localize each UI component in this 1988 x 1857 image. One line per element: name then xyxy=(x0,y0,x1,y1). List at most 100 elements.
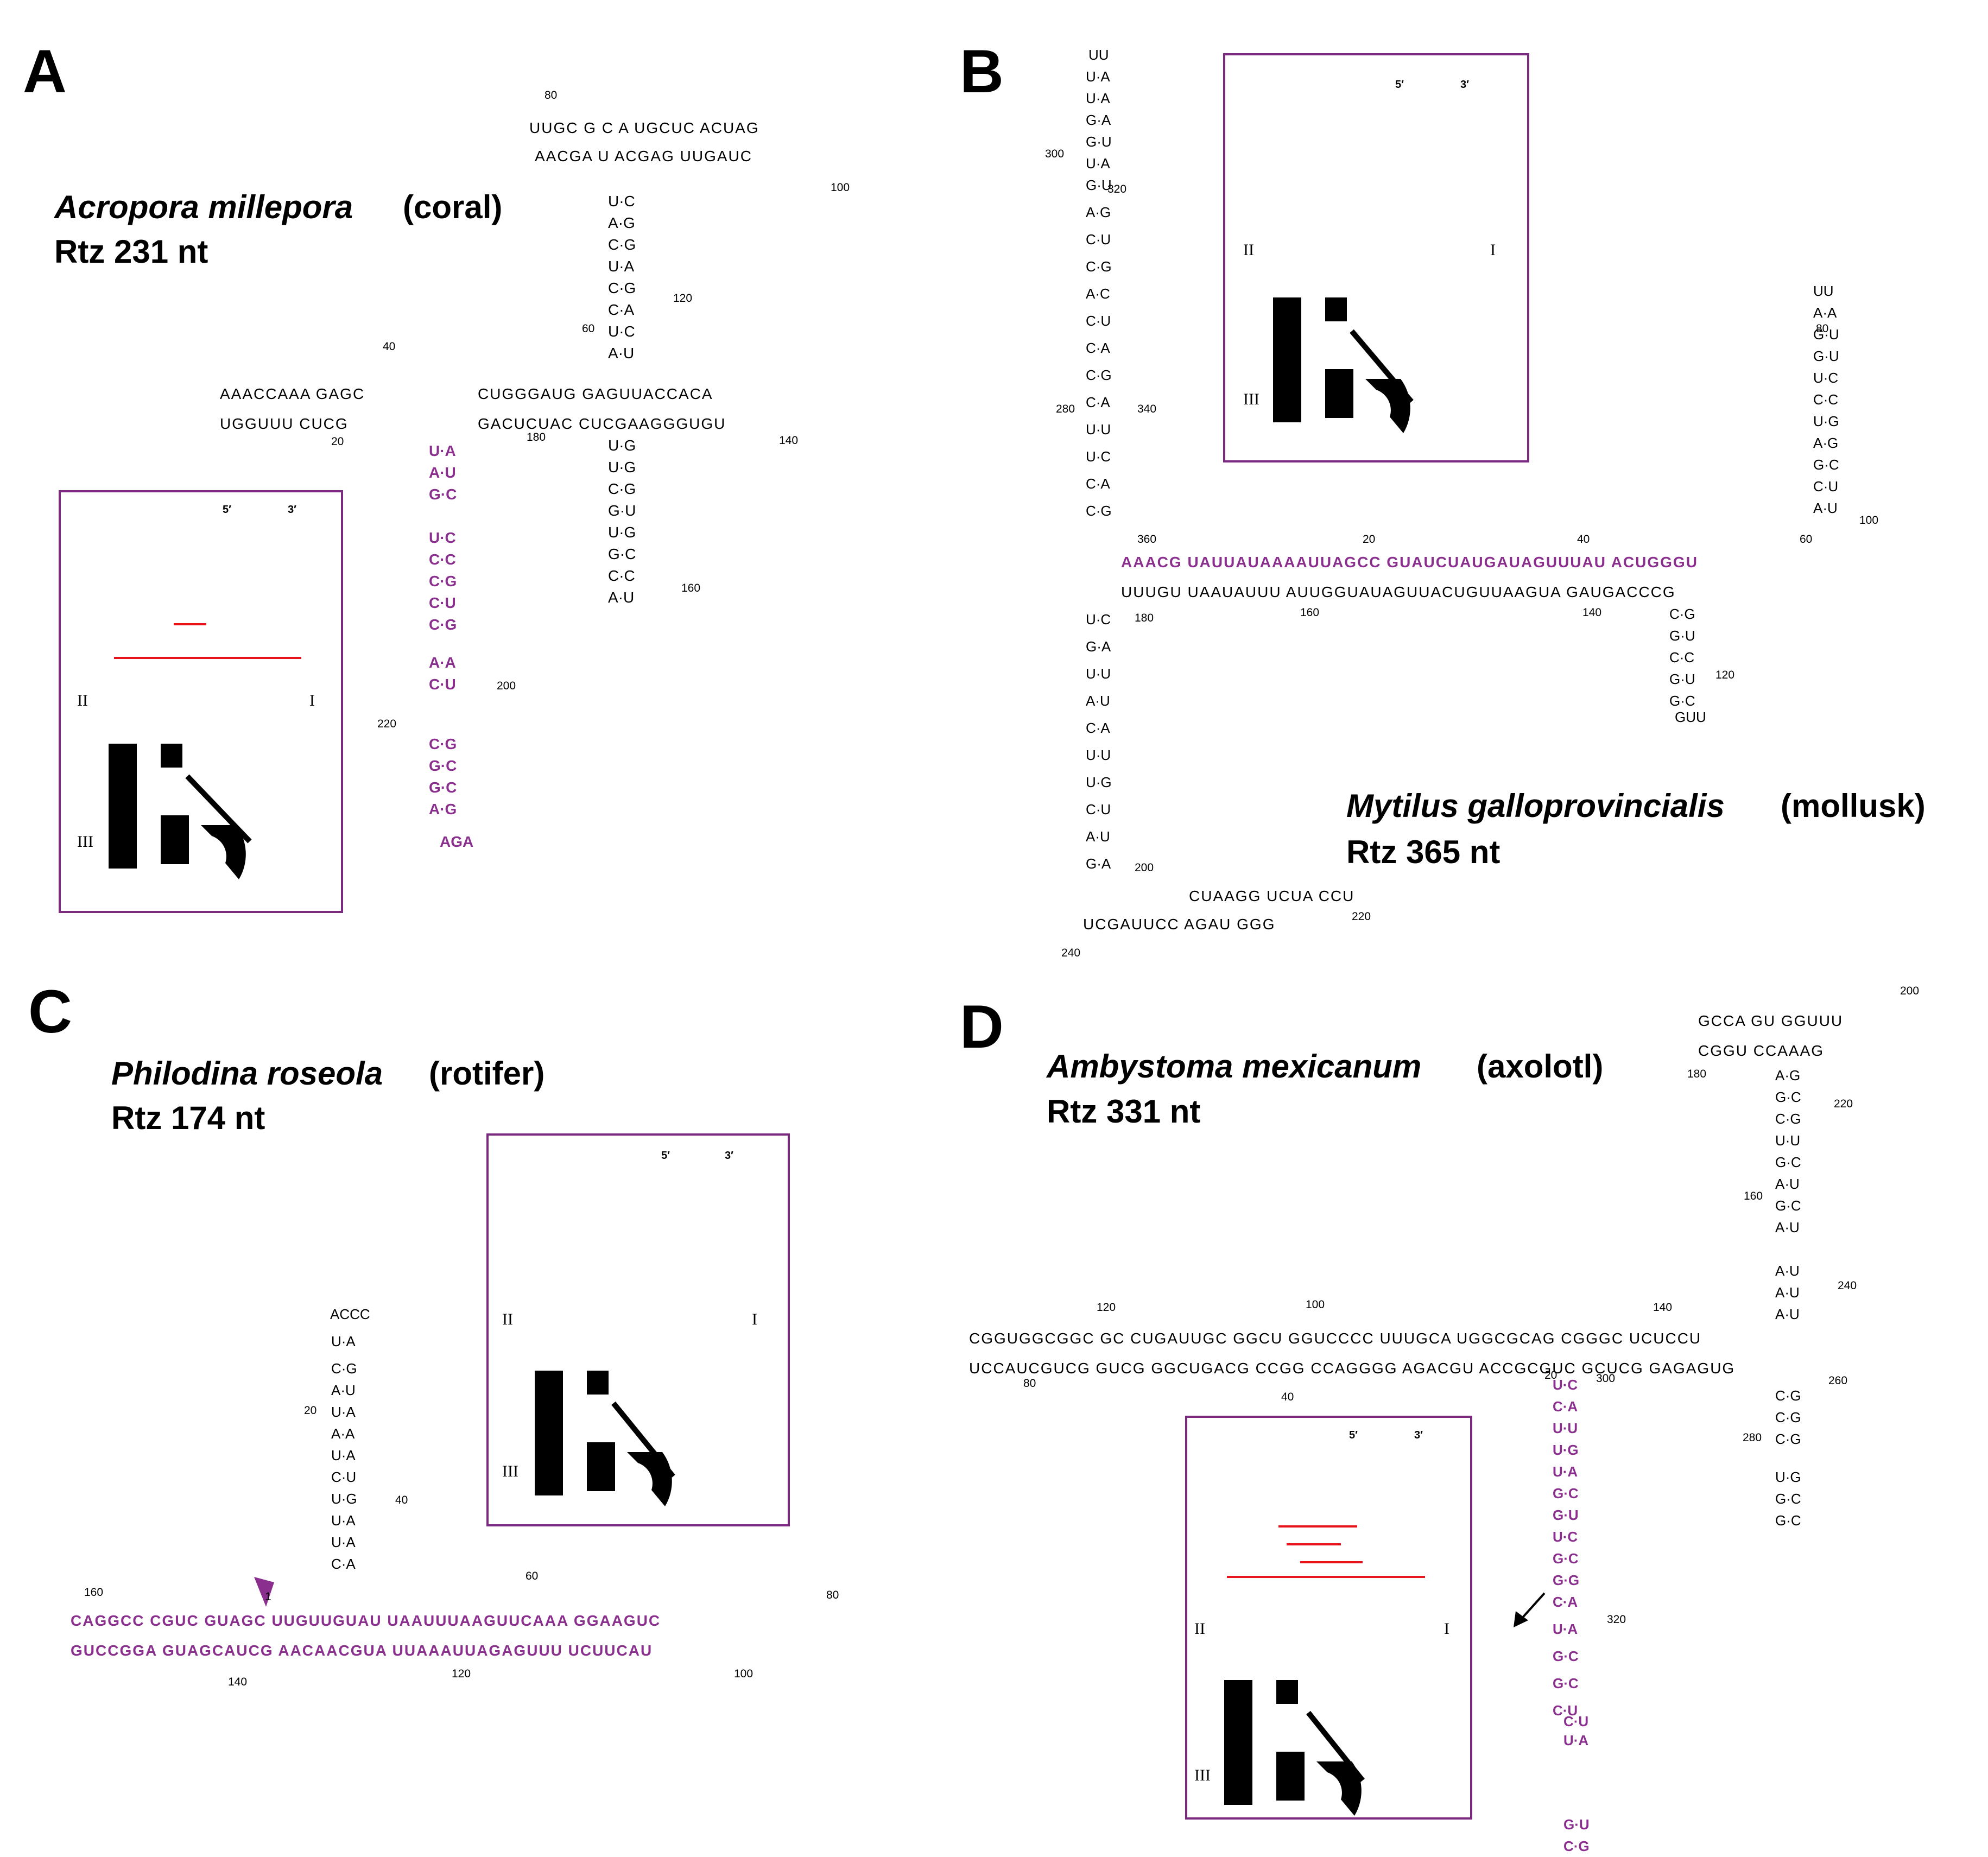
svg-text:C·G: C·G xyxy=(331,1360,357,1377)
svg-text:100: 100 xyxy=(831,181,850,194)
svg-text:U·G: U·G xyxy=(608,437,636,454)
svg-text:U·G: U·G xyxy=(1813,413,1839,429)
svg-text:80: 80 xyxy=(1023,1377,1036,1390)
stem-a-ribozyme: U·AA·UG·C U·CC·CC·G C·UC·G A·AC·U C·GG·C… xyxy=(429,442,473,850)
svg-text:U·A: U·A xyxy=(331,1512,356,1529)
seq-a-top-upper: UUGC G C A UGCUC ACUAG xyxy=(529,119,759,136)
common-name-b: (mollusk) xyxy=(1781,788,1926,824)
svg-text:GUU: GUU xyxy=(1675,709,1706,725)
svg-text:80: 80 xyxy=(545,89,557,102)
seq-a-right-upper: CUGGGAUG GAGUUACCACA xyxy=(478,385,713,402)
svg-text:200: 200 xyxy=(497,680,516,692)
svg-text:C·U: C·U xyxy=(1086,313,1111,329)
svg-text:320: 320 xyxy=(1607,1613,1626,1626)
svg-text:U·G: U·G xyxy=(1086,774,1112,790)
svg-text:C·U: C·U xyxy=(1563,1713,1588,1729)
svg-text:A·G: A·G xyxy=(1775,1067,1800,1083)
svg-text:100: 100 xyxy=(734,1668,753,1680)
svg-text:220: 220 xyxy=(1352,910,1371,923)
svg-text:C·G: C·G xyxy=(1775,1111,1801,1127)
panel-letter-b: B xyxy=(960,37,1004,105)
svg-text:G·C: G·C xyxy=(1775,1491,1801,1507)
svg-text:G·C: G·C xyxy=(1813,457,1839,473)
svg-text:C·U: C·U xyxy=(1086,231,1111,248)
species-name-d: Ambystoma mexicanum xyxy=(1046,1048,1421,1085)
svg-text:180: 180 xyxy=(1135,612,1154,624)
svg-text:5′: 5′ xyxy=(661,1150,670,1162)
svg-text:C·G: C·G xyxy=(429,616,457,633)
ribozyme-length-d: Rtz 331 nt xyxy=(1047,1093,1200,1130)
svg-text:340: 340 xyxy=(1137,403,1156,415)
svg-text:20: 20 xyxy=(1544,1369,1557,1381)
svg-text:A·U: A·U xyxy=(429,464,456,481)
svg-text:UU: UU xyxy=(1088,47,1109,63)
svg-text:C·U: C·U xyxy=(1813,478,1838,495)
stem-a-lower-right: U·GU·GC·G G·UU·GG·C C·CA·U xyxy=(608,437,636,606)
svg-text:G·U: G·U xyxy=(1669,671,1695,687)
svg-text:I: I xyxy=(309,692,315,709)
common-name-c: (rotifer) xyxy=(429,1055,545,1092)
svg-text:G·U: G·U xyxy=(1813,348,1839,364)
svg-text:220: 220 xyxy=(377,718,396,730)
svg-text:C·G: C·G xyxy=(1086,367,1112,383)
svg-text:A·U: A·U xyxy=(1775,1263,1800,1279)
svg-text:160: 160 xyxy=(84,1586,103,1599)
svg-text:120: 120 xyxy=(1097,1301,1116,1314)
stem-d-ribozyme: U·CC·AU·U U·GU·AG·C G·UU·CG·C G·GC·AU·A … xyxy=(1553,1377,1590,1854)
seq-b-bottom-lower: UCGAUUCC AGAU GGG xyxy=(1083,916,1275,933)
svg-text:I: I xyxy=(1444,1620,1449,1638)
svg-text:G·C: G·C xyxy=(1669,693,1695,709)
svg-text:A·A: A·A xyxy=(429,654,456,671)
svg-text:180: 180 xyxy=(1687,1068,1706,1080)
svg-text:280: 280 xyxy=(1056,403,1075,415)
svg-text:U·C: U·C xyxy=(1553,1529,1578,1545)
svg-text:G·U: G·U xyxy=(1553,1507,1579,1523)
svg-text:300: 300 xyxy=(1045,148,1064,160)
svg-text:II: II xyxy=(1243,241,1254,259)
svg-text:A·G: A·G xyxy=(1813,435,1838,451)
svg-text:G·U: G·U xyxy=(1086,177,1112,193)
svg-text:U·C: U·C xyxy=(429,529,456,546)
svg-text:U·C: U·C xyxy=(1086,448,1111,465)
svg-text:140: 140 xyxy=(779,434,798,447)
svg-text:A·U: A·U xyxy=(331,1382,356,1398)
seq-c-main-upper: CAGGCC CGUC GUAGC UUGUUGUAU UAAUUUAAGUUC… xyxy=(71,1612,661,1629)
svg-text:G·C: G·C xyxy=(1775,1197,1801,1214)
svg-text:U·A: U·A xyxy=(331,1534,356,1550)
svg-text:C·A: C·A xyxy=(1086,476,1110,492)
svg-text:60: 60 xyxy=(1800,533,1812,546)
svg-text:G·C: G·C xyxy=(1553,1550,1579,1567)
svg-text:C·A: C·A xyxy=(1086,720,1110,736)
position-numbers-d: 20 40 80 100 120 140 160 180 200 220 240… xyxy=(1023,985,1919,1626)
svg-text:I: I xyxy=(1490,241,1496,259)
svg-text:200: 200 xyxy=(1135,861,1154,874)
inset-b: 5′ 3′ II I III xyxy=(1223,53,1529,462)
seq-b-main-lower: UUUGU UAAUAUUU AUUGGUAUAGUUACUGUUAAGUA G… xyxy=(1121,584,1676,600)
svg-text:240: 240 xyxy=(1061,947,1080,959)
svg-text:U·A: U·A xyxy=(1553,1463,1578,1480)
svg-text:G·C: G·C xyxy=(1775,1154,1801,1170)
panel-letter-a: A xyxy=(23,37,67,105)
svg-text:140: 140 xyxy=(1653,1301,1672,1314)
common-name-a: (coral) xyxy=(403,189,502,225)
svg-text:C·A: C·A xyxy=(1086,340,1110,356)
svg-text:C·U: C·U xyxy=(331,1469,356,1485)
seq-d-top-upper: GCCA GU GGUUU xyxy=(1698,1012,1843,1029)
svg-text:A·U: A·U xyxy=(1086,828,1110,845)
svg-text:U·A: U·A xyxy=(608,258,635,275)
svg-text:C·A: C·A xyxy=(331,1556,356,1572)
svg-text:C·C: C·C xyxy=(429,551,456,568)
svg-text:20: 20 xyxy=(331,435,344,448)
svg-text:G·C: G·C xyxy=(429,486,457,503)
svg-text:A·U: A·U xyxy=(1775,1176,1800,1192)
seq-b-main-upper: AAACG UAUUAUAAAAUUAGCC GUAUCUAUGAUAGUUUA… xyxy=(1121,554,1698,571)
svg-text:3′: 3′ xyxy=(725,1150,733,1162)
svg-text:280: 280 xyxy=(1743,1431,1762,1444)
svg-text:140: 140 xyxy=(1582,606,1601,619)
stem-b-right: UU A·AG·UG·U U·CC·CU·G A·GG·CC·U A·U xyxy=(1813,283,1839,516)
svg-text:220: 220 xyxy=(1834,1098,1853,1110)
svg-text:40: 40 xyxy=(1281,1391,1294,1403)
svg-text:III: III xyxy=(77,833,93,851)
svg-text:U·C: U·C xyxy=(1553,1377,1578,1393)
